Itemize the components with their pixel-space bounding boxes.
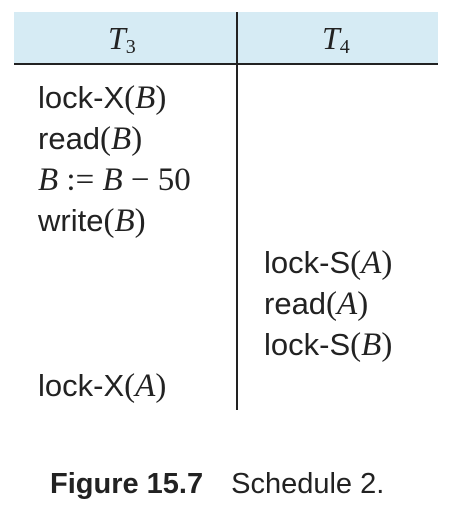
t4-stmt-op: read	[264, 286, 327, 321]
t4-stmt-read-a: read(A)	[264, 286, 369, 322]
t3-expr-minus: −	[122, 162, 158, 198]
t3-expr-rhs: B	[102, 162, 123, 198]
column-header-t3: T3	[108, 18, 136, 67]
t4-stmt-arg: B	[361, 327, 382, 363]
t4-stmt-op: lock-S	[264, 245, 351, 280]
figure-caption-label: Figure 15.7	[50, 468, 204, 500]
t3-expr-lhs: B	[38, 162, 59, 198]
t4-stmt-arg: A	[337, 286, 358, 322]
t4-stmt-lock-s-a: lock-S(A)	[264, 245, 393, 281]
t3-stmt-op: lock-X	[38, 368, 125, 403]
t3-stmt-op: write	[38, 203, 104, 238]
t3-stmt-lock-x-b: lock-X(B)	[38, 80, 167, 116]
t3-stmt-read-b: read(B)	[38, 121, 143, 157]
t3-stmt-assign: B := B − 50	[38, 160, 191, 200]
table-header-band	[14, 12, 438, 64]
t3-stmt-write-b: write(B)	[38, 203, 146, 239]
t4-stmt-lock-s-b: lock-S(B)	[264, 327, 393, 363]
t3-stmt-arg: B	[114, 203, 135, 239]
column-divider	[236, 12, 238, 410]
figure-caption-text: Schedule 2.	[231, 468, 385, 500]
column-header-t4-name: T	[322, 20, 340, 56]
t4-stmt-op: lock-S	[264, 327, 351, 362]
t3-expr-num: 50	[157, 162, 191, 198]
column-header-t4: T4	[322, 18, 350, 67]
t3-expr-assign-op: :=	[58, 162, 103, 198]
t3-stmt-arg: B	[135, 80, 156, 116]
column-header-t4-sub: 4	[339, 36, 350, 58]
header-rule	[14, 63, 438, 65]
t3-stmt-arg: B	[111, 121, 132, 157]
t3-stmt-lock-x-a: lock-X(A)	[38, 368, 167, 404]
t3-stmt-op: lock-X	[38, 80, 125, 115]
column-header-t3-name: T	[108, 20, 126, 56]
t3-stmt-op: read	[38, 121, 101, 156]
t3-stmt-arg: A	[135, 368, 156, 404]
column-header-t3-sub: 3	[125, 36, 136, 58]
t4-stmt-arg: A	[361, 245, 382, 281]
figure-caption: Figure 15.7 Schedule 2.	[50, 464, 384, 504]
